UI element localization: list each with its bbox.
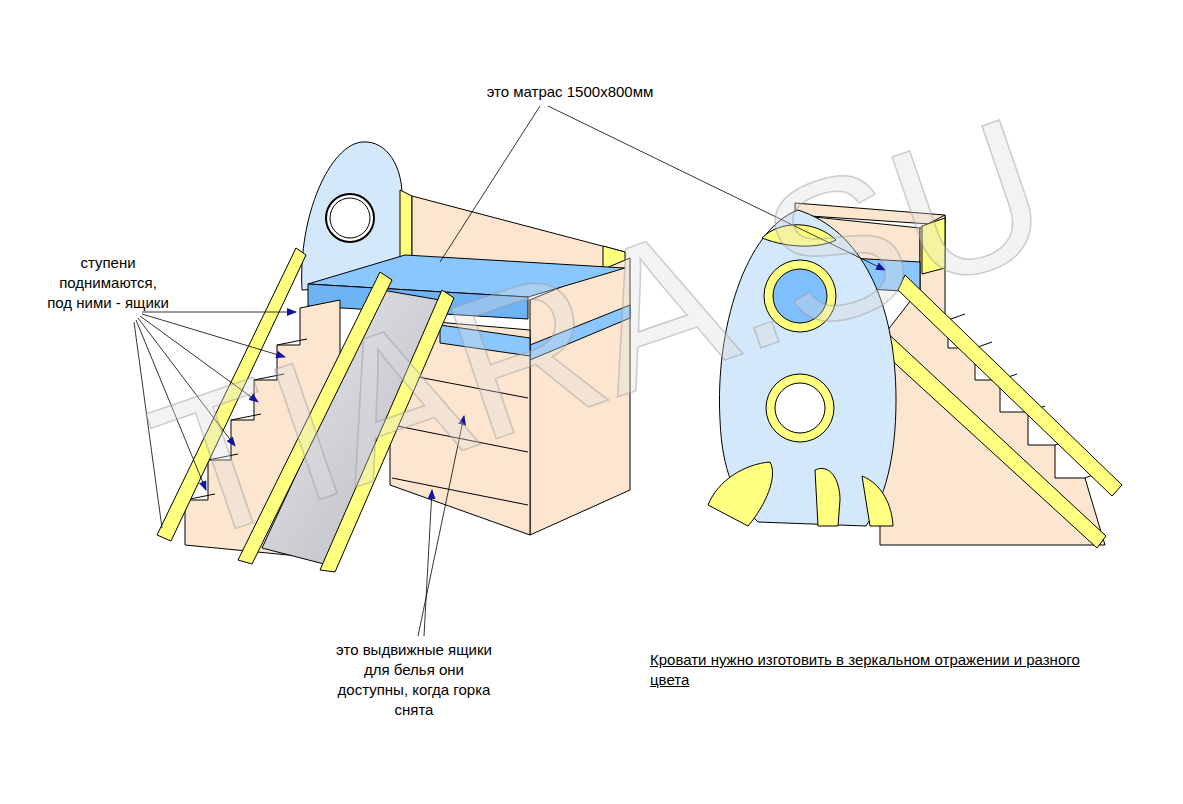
slide-rail bbox=[320, 290, 454, 572]
porthole-inner bbox=[330, 198, 370, 238]
leader-lines bbox=[134, 106, 885, 636]
rocket-fin bbox=[815, 468, 840, 526]
leader-line bbox=[134, 322, 162, 528]
drawer-line bbox=[392, 425, 528, 452]
rocket-fin bbox=[708, 462, 773, 526]
porthole bbox=[775, 383, 825, 433]
back-corner bbox=[922, 218, 945, 274]
leader-line bbox=[142, 312, 296, 313]
callout-text: ступени поднимаются, под ними - ящики bbox=[46, 253, 170, 313]
leader-line bbox=[138, 318, 235, 446]
porthole bbox=[773, 269, 827, 323]
left-bed bbox=[157, 142, 630, 572]
leader-line bbox=[418, 416, 464, 636]
leader-line bbox=[142, 314, 285, 357]
leader-line bbox=[424, 490, 432, 636]
slide-rail bbox=[875, 328, 1106, 548]
leader-line bbox=[140, 316, 258, 402]
rocket-fin bbox=[862, 476, 893, 526]
slide-rail bbox=[238, 272, 392, 564]
leader-line bbox=[440, 106, 540, 262]
leader-line bbox=[136, 320, 206, 490]
porthole bbox=[326, 194, 374, 242]
drawer-line bbox=[392, 478, 528, 505]
front-stripe bbox=[440, 325, 530, 356]
right-bed bbox=[708, 203, 1122, 548]
leader-line bbox=[548, 106, 885, 270]
side-panel bbox=[530, 258, 630, 535]
porthole-ring bbox=[764, 260, 836, 332]
callout-text: это выдвижные ящики для белья они доступ… bbox=[328, 640, 500, 720]
watermark: TIARA.SU bbox=[131, 85, 1068, 574]
side-stripe bbox=[530, 305, 630, 360]
callout-text: это матрас 1500x800мм bbox=[465, 82, 675, 102]
porthole-ring bbox=[766, 374, 834, 442]
note-text: Кровати нужно изготовить в зеркальном от… bbox=[650, 650, 1090, 690]
